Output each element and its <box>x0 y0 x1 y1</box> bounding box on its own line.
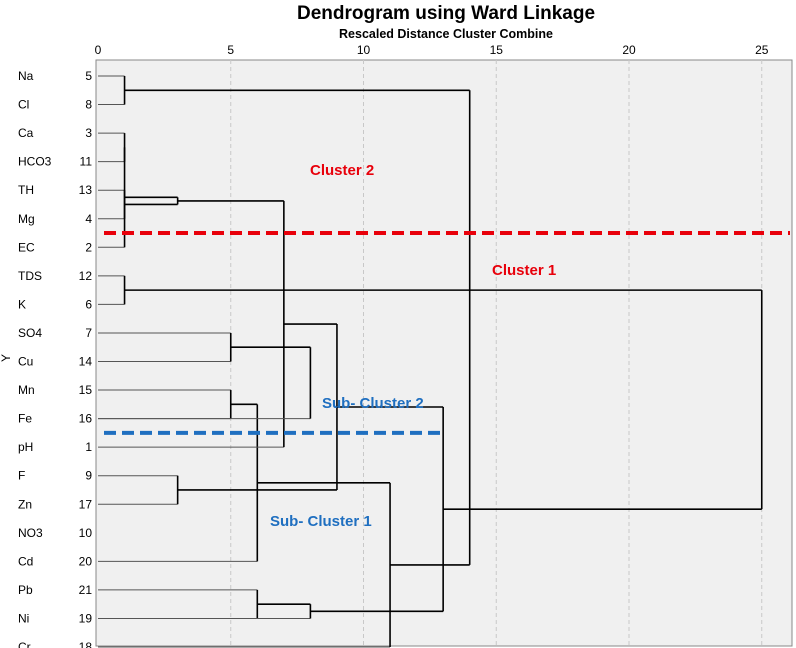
leaf-number-label: 20 <box>79 554 93 568</box>
leaf-number-label: 10 <box>79 526 93 540</box>
leaf-name-label: SO4 <box>18 326 42 340</box>
plot-area <box>95 59 793 647</box>
leaf-name-label: TDS <box>18 269 42 283</box>
leaf-number-label: 13 <box>79 183 93 197</box>
leaf-name-label: Na <box>18 69 34 83</box>
leaf-name-label: Cr <box>18 640 31 648</box>
leaf-name-label: F <box>18 469 25 483</box>
leaf-name-label: Cu <box>18 355 33 369</box>
leaf-number-label: 4 <box>85 212 92 226</box>
leaf-number-label: 15 <box>79 383 93 397</box>
leaf-number-label: 1 <box>85 440 92 454</box>
merge-link <box>124 289 763 510</box>
leaf-number-label: 11 <box>80 155 93 169</box>
leaf-name-label: Ni <box>18 611 29 625</box>
leaf-number-label: 3 <box>85 126 92 140</box>
x-tick-label: 15 <box>490 43 504 57</box>
leaf-name-label: pH <box>18 440 33 454</box>
cluster-annotation: Sub- Cluster 1 <box>270 513 372 530</box>
leaf-name-label: NO3 <box>18 526 43 540</box>
leaf-number-label: 18 <box>79 640 93 648</box>
x-tick-label: 10 <box>357 43 371 57</box>
cluster-annotations: Cluster 2 Cluster 1 Sub- Cluster 2 Sub- Clu… <box>270 162 556 530</box>
merge-link <box>98 346 312 420</box>
leaf-name-label: Pb <box>18 583 33 597</box>
leaf-name-label: Ca <box>18 126 34 140</box>
leaf-name-label: K <box>18 297 26 311</box>
leaf-name-label: HCO3 <box>18 155 52 169</box>
leaf-number-label: 7 <box>85 326 92 340</box>
leaf-name-label: Zn <box>18 497 32 511</box>
leaf-number-label: 8 <box>85 98 92 112</box>
chart-title: Dendrogram using Ward Linkage <box>297 3 595 24</box>
leaf-number-label: 14 <box>79 355 93 369</box>
cluster-annotation: Cluster 2 <box>310 162 374 179</box>
leaf-number-label: 2 <box>85 240 92 254</box>
leaf-number-label: 5 <box>85 69 92 83</box>
x-tick-label: 25 <box>755 43 769 57</box>
leaf-name-label: TH <box>18 183 34 197</box>
leaf-name-label: Mn <box>18 383 35 397</box>
leaf-name-label: EC <box>18 240 35 254</box>
x-tick-label: 0 <box>95 43 102 57</box>
y-axis-label: Y <box>0 354 13 362</box>
leaf-number-label: 19 <box>79 611 93 625</box>
leaf-number-label: 17 <box>79 497 93 511</box>
leaf-number-label: 21 <box>79 583 93 597</box>
leaf-name-label: Fe <box>18 412 32 426</box>
separator-lines <box>104 231 790 435</box>
x-tick-label: 20 <box>622 43 636 57</box>
leaf-number-label: 9 <box>85 469 92 483</box>
cluster-annotation: Sub- Cluster 2 <box>322 395 424 412</box>
x-axis-ticks: 0 5 10 15 20 25 <box>95 43 769 57</box>
leaf-number-label: 6 <box>85 297 92 311</box>
leaf-name-label: Cl <box>18 98 29 112</box>
chart-subtitle: Rescaled Distance Cluster Combine <box>339 27 553 41</box>
x-tick-label: 5 <box>227 43 234 57</box>
dendrogram-links <box>98 75 763 648</box>
leaf-name-label: Mg <box>18 212 35 226</box>
leaf-name-label: Cd <box>18 554 33 568</box>
cluster-annotation: Cluster 1 <box>492 262 556 279</box>
merge-link <box>124 89 471 566</box>
leaf-number-label: 12 <box>79 269 93 283</box>
leaf-number-label: 16 <box>79 412 93 426</box>
